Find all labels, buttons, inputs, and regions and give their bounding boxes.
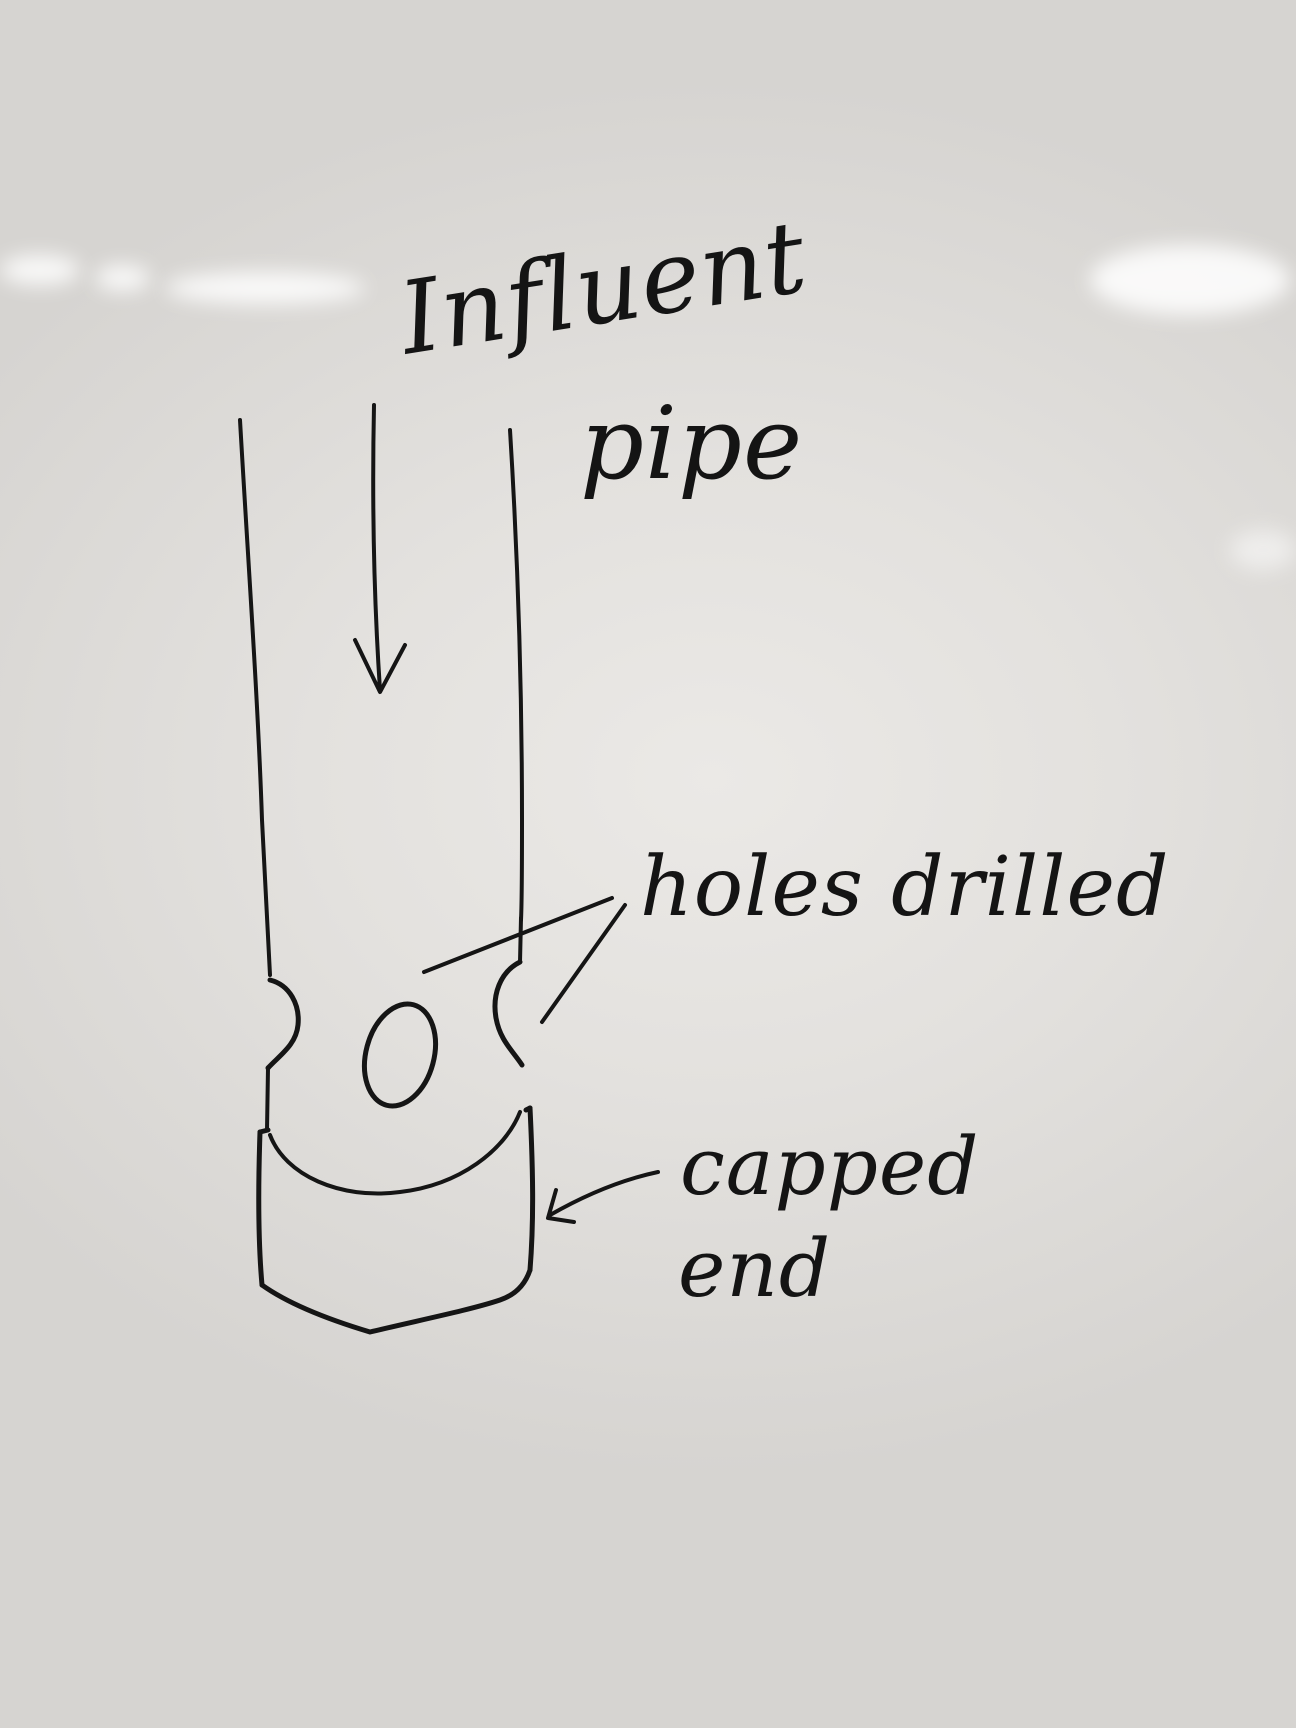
capped-arrow-head <box>546 1188 576 1224</box>
holes-leader-lower <box>540 903 627 1024</box>
cap-top-curve <box>268 1110 522 1196</box>
glare-right <box>1090 245 1290 315</box>
pipe-right-wall-lower <box>518 916 523 964</box>
pipe-left-wall-lower <box>265 1066 270 1132</box>
flow-arrow-head <box>353 638 407 694</box>
drilled-hole <box>362 1001 438 1109</box>
glare-left <box>0 255 80 285</box>
cap-right-wall <box>527 1105 536 1273</box>
label-end: end <box>678 1222 832 1315</box>
holes-leader-upper <box>422 896 614 974</box>
flow-arrow-shaft <box>371 403 382 692</box>
glare-mid-1 <box>95 265 150 291</box>
cap-left-wall <box>256 1129 265 1288</box>
pipe-right-wall <box>508 428 524 922</box>
label-pipe: pipe <box>580 385 804 502</box>
glare-mid-2 <box>165 272 365 304</box>
cap-bottom <box>259 1267 533 1335</box>
capped-arrow-shaft <box>548 1170 660 1217</box>
label-capped: capped <box>680 1120 980 1213</box>
cap-top-rim <box>257 1105 533 1135</box>
left-hole-notch <box>265 977 301 1071</box>
pipe-left-wall <box>238 418 272 977</box>
label-holes-drilled: holes drilled <box>640 840 1170 935</box>
glare-right-low <box>1230 530 1296 570</box>
right-hole-notch <box>492 959 525 1068</box>
